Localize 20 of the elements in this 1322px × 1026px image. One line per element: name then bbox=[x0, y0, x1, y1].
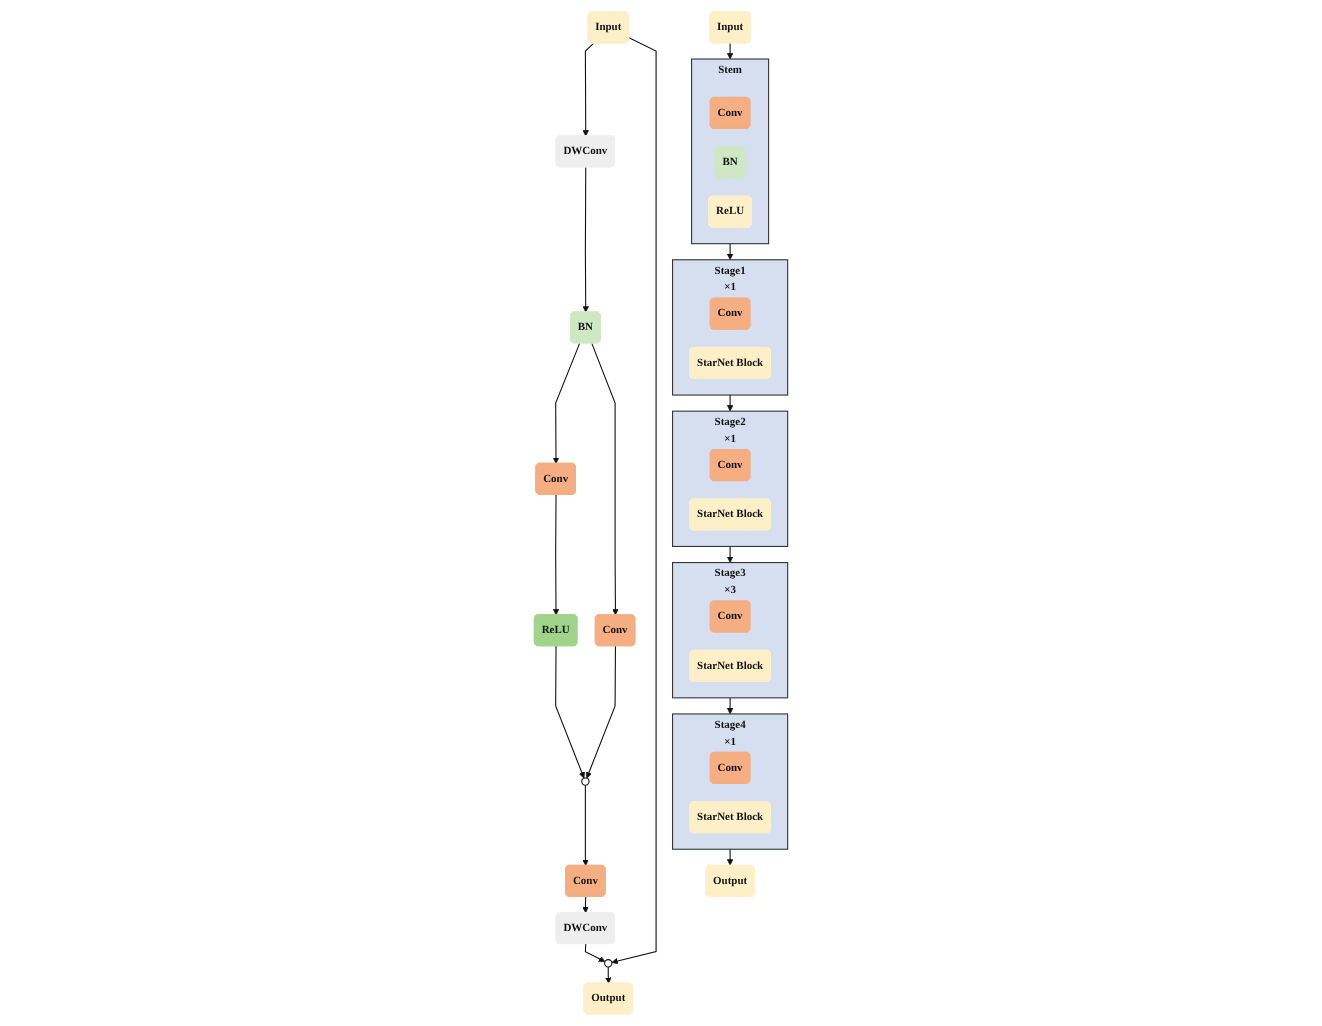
arrow bbox=[726, 848, 734, 866]
arrow bbox=[552, 494, 560, 616]
arrow bbox=[726, 545, 734, 563]
arrow bbox=[582, 784, 589, 866]
node-circle bbox=[581, 777, 590, 786]
arrow bbox=[582, 166, 589, 313]
arrow bbox=[591, 342, 619, 616]
arrow bbox=[582, 42, 595, 137]
arrow bbox=[585, 645, 616, 779]
arrow bbox=[726, 243, 734, 261]
arrow bbox=[726, 394, 734, 412]
arrow bbox=[726, 697, 734, 715]
node-circle bbox=[604, 959, 613, 968]
arrow bbox=[611, 37, 657, 965]
arrow bbox=[726, 42, 734, 60]
arrow bbox=[605, 966, 612, 984]
arrow bbox=[555, 645, 585, 779]
arrow bbox=[582, 896, 589, 914]
arrow bbox=[552, 342, 581, 464]
arrow bbox=[584, 943, 606, 962]
